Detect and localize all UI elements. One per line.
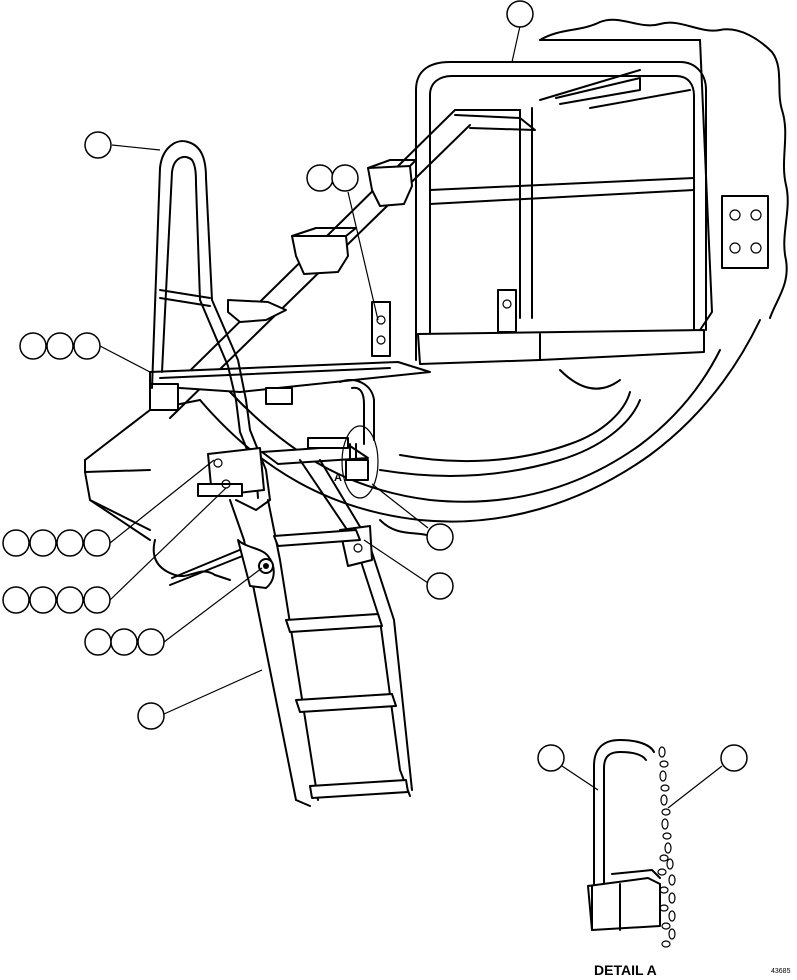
left-handrail	[151, 140, 271, 511]
callout-balloon	[56, 586, 84, 614]
ladder-rung-1	[273, 529, 361, 547]
drawing-number: 43685	[771, 968, 791, 975]
callout-balloon	[137, 628, 165, 656]
swing-ladder	[197, 437, 413, 807]
callout-balloon	[2, 586, 30, 614]
detail-chain	[657, 746, 676, 948]
stair-step-2	[291, 227, 357, 275]
callout-balloon	[19, 332, 47, 360]
upper-platform-railing	[371, 61, 707, 365]
callout-balloon	[46, 332, 74, 360]
callout-balloon	[426, 572, 454, 600]
callout-balloon	[506, 0, 534, 28]
callout-balloon	[110, 628, 138, 656]
stair-step-1	[367, 159, 417, 207]
callout-balloon	[2, 529, 30, 557]
callout-balloon	[720, 744, 748, 772]
landing-platform	[149, 361, 431, 445]
detail-a-caption: DETAIL A	[594, 962, 657, 978]
detail-a-view	[587, 739, 676, 948]
callout-balloon	[426, 523, 454, 551]
callout-balloon	[73, 332, 101, 360]
callout-balloon	[83, 529, 111, 557]
callout-balloon	[29, 586, 57, 614]
ladder-rung-4	[309, 779, 409, 799]
stair-step-3	[227, 299, 287, 323]
callout-balloon	[537, 744, 565, 772]
callout-balloon	[83, 586, 111, 614]
callout-balloon	[56, 529, 84, 557]
callout-balloon	[306, 164, 334, 192]
callout-balloon	[29, 529, 57, 557]
callout-balloon	[137, 702, 165, 730]
callouts	[2, 0, 748, 809]
callout-balloon	[331, 164, 359, 192]
callout-balloon	[84, 628, 112, 656]
detail-a-label: A	[334, 472, 342, 484]
ladder-rung-3	[295, 693, 397, 713]
detail-a-marker: A	[334, 425, 379, 499]
callout-balloon	[84, 131, 112, 159]
ladder-rung-2	[285, 613, 383, 633]
